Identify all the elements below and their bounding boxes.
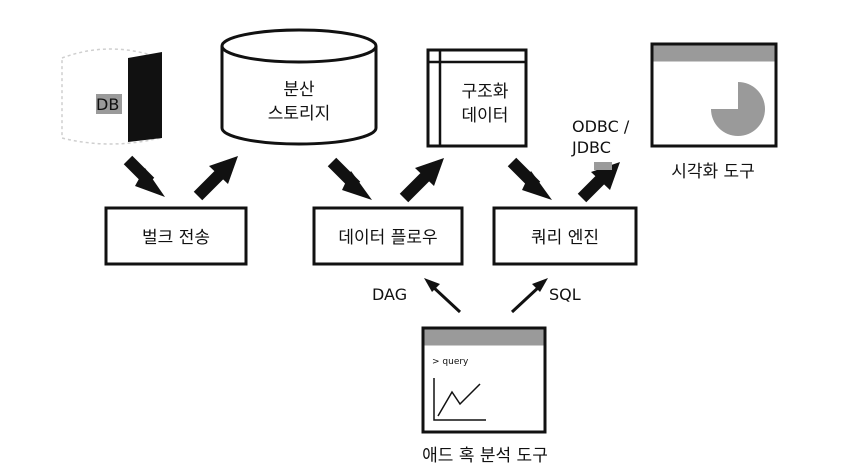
arrow-dag [424, 278, 462, 314]
structured-data-label-1: 구조화 [462, 82, 509, 102]
bulk-transfer-label: 벌크 전송 [142, 228, 210, 248]
visualization-label: 시각화 도구 [671, 162, 755, 182]
adhoc-analysis-tool-window: > query 애드 혹 분석 도구 [421, 326, 548, 466]
bulk-transfer-box: 벌크 전송 [104, 206, 248, 266]
data-flow-label: 데이터 플로우 [338, 228, 437, 248]
pie-chart-icon [711, 82, 765, 136]
line-chart-icon [433, 378, 486, 421]
distributed-storage-cylinder: 분산 스토리지 [220, 28, 378, 146]
visualization-tool-window: 시각화 도구 [650, 42, 778, 182]
sql-label: SQL [549, 285, 581, 304]
arrow-storage-to-flow [327, 157, 372, 200]
arrow-flow-to-structured [399, 158, 444, 203]
db-source: DB [61, 48, 162, 145]
structured-data-document: 구조화 데이터 [426, 48, 528, 148]
connector-gray-tab [594, 162, 612, 170]
connector-label-1: ODBC / [572, 117, 630, 136]
query-engine-label: 쿼리 엔진 [531, 228, 599, 248]
distributed-storage-label-2: 스토리지 [268, 104, 331, 124]
arrow-structured-to-engine [507, 157, 552, 200]
arrow-bulk-to-storage [193, 156, 238, 201]
arrow-db-to-bulk [123, 155, 165, 197]
arrow-sql [510, 278, 548, 314]
structured-data-label-2: 데이터 [462, 106, 509, 126]
dag-label: DAG [372, 285, 407, 304]
query-engine-box: 쿼리 엔진 [492, 206, 638, 266]
db-label: DB [96, 95, 119, 114]
query-prompt: > query [432, 357, 469, 367]
arrow-engine-to-visualization [577, 162, 620, 203]
distributed-storage-label-1: 분산 [283, 80, 315, 100]
adhoc-tool-label: 애드 혹 분석 도구 [422, 446, 548, 466]
connector-label-2: JDBC [571, 138, 611, 157]
data-flow-box: 데이터 플로우 [312, 206, 464, 266]
